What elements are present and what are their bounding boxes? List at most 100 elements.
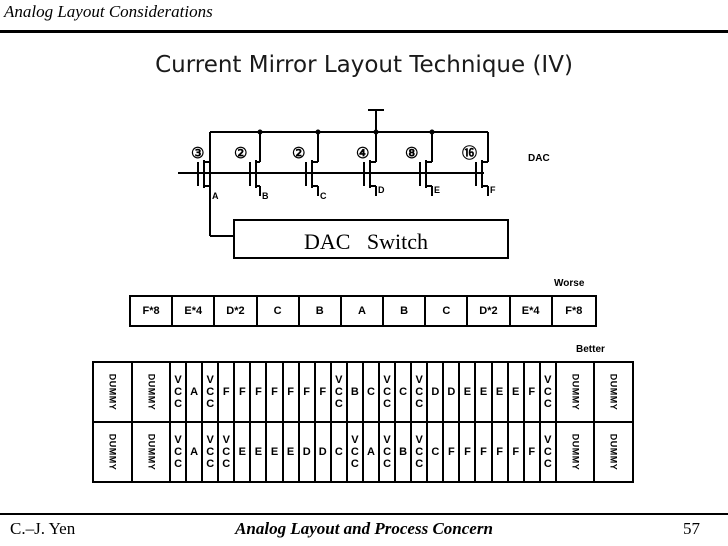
worse-array: F*8 E*4 D*2 C B A B C D*2 E*4 F*8 [129,295,597,327]
unit-cell: F [219,363,236,421]
unit-cell: E [476,363,493,421]
worse-cell: E*4 [173,297,216,325]
unit-cell: E [493,363,509,421]
worse-label: Worse [554,278,585,289]
footer-rule [0,513,728,515]
node-a: A [212,191,219,201]
mult-f: ⑯ [462,144,477,162]
unit-cell: F [525,363,541,421]
unit-cell: F [235,363,252,421]
worse-cell: B [300,297,342,325]
worse-cell: F*8 [565,305,583,317]
unit-cell: F [284,363,300,421]
node-d: D [378,185,385,195]
unit-cell: C [332,423,348,481]
mult-a: ③ [191,144,204,162]
mult-e: ⑧ [405,144,418,162]
dac-switch-box [233,219,509,259]
mult-c: ② [292,144,305,162]
unit-cell: F [460,423,477,481]
dummy-cell: DUMMY [133,363,171,421]
mult-b: ② [234,144,247,162]
slide-title: Current Mirror Layout Technique (IV) [155,52,573,78]
worse-cell: C [426,297,469,325]
worse-cell: D*2 [215,297,258,325]
footer-page-number: 57 [683,519,700,538]
header-rule [0,30,728,33]
dac-switch-label: DAC Switch [304,229,428,254]
unit-cell: C [396,363,413,421]
unit-cell: A [187,423,204,481]
unit-cell: F [251,363,268,421]
unit-cell: D [300,423,316,481]
node-e: E [434,185,440,195]
transistor-d [363,132,377,196]
unit-cell: B [348,363,364,421]
dummy-cell: DUMMY [133,423,171,481]
unit-cell: E [284,423,300,481]
unit-cell: C [364,363,381,421]
better-label: Better [576,344,605,355]
unit-cell: D [316,423,332,481]
transistor-b [249,132,261,196]
unit-cell: E [267,423,284,481]
dummy-cell: DUMMY [94,423,133,481]
node-b: B [262,191,269,201]
worse-cell: A [342,297,385,325]
unit-cell: D [428,363,445,421]
footer-course: Analog Layout and Process Concern [235,519,493,538]
unit-cell: E [235,423,252,481]
unit-cell: D [444,363,461,421]
worse-cell: B [384,297,427,325]
unit-cell: A [364,423,381,481]
worse-cell: C [258,297,300,325]
unit-cell: F [509,423,525,481]
mult-d: ④ [356,144,369,162]
transistor-f [475,132,489,196]
worse-cell: D*2 [468,297,511,325]
unit-cell: E [251,423,268,481]
unit-cell: F [444,423,461,481]
dummy-cell: DUMMY [557,423,596,481]
worse-cell: E*4 [511,297,553,325]
unit-cell: A [187,363,204,421]
node-f: F [490,185,496,195]
dummy-cell: DUMMY [608,433,619,471]
header-title: Analog Layout Considerations [4,2,213,21]
unit-cell: B [396,423,413,481]
unit-cell: F [316,363,332,421]
unit-cell: F [267,363,284,421]
dummy-cell: DUMMY [608,373,619,411]
unit-cell: F [300,363,316,421]
dummy-cell: DUMMY [94,363,133,421]
transistor-e [419,132,433,196]
transistor-c [305,132,319,196]
unit-cell: F [525,423,541,481]
dac-label: DAC [528,153,550,164]
node-c: C [320,191,327,201]
unit-cell: F [476,423,493,481]
unit-cell: E [460,363,477,421]
footer-author: C.–J. Yen [10,519,76,538]
unit-cell: F [493,423,509,481]
unit-cell: E [509,363,525,421]
unit-cell: C [428,423,445,481]
dummy-cell: DUMMY [557,363,596,421]
